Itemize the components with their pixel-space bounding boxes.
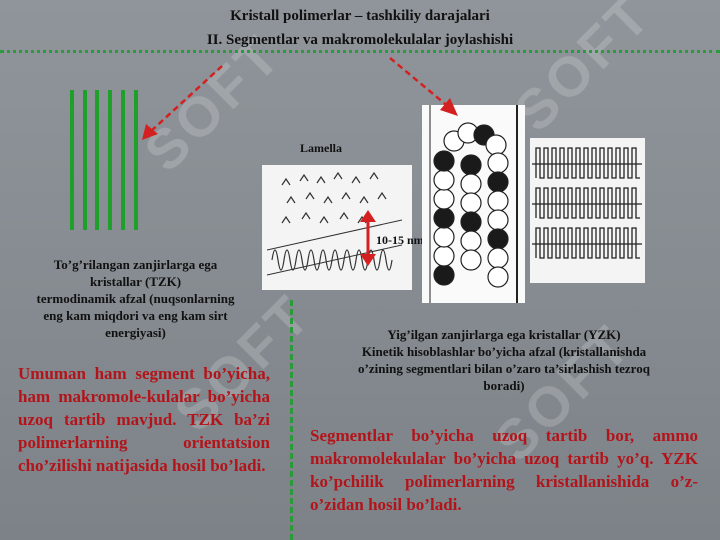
spacing-label: 10-15 nm — [376, 233, 424, 247]
lamella-illustration — [262, 165, 412, 290]
tzk-caption-line: energiyasi) — [105, 325, 166, 340]
column-divider — [290, 300, 293, 540]
tzk-caption-line: To’g’rilangan zanjirlarga ega — [53, 257, 218, 272]
tzk-caption-line: termodinamik afzal (nuqsonlarning — [36, 291, 235, 306]
yzk-caption-line: o’zining segmentlari bilan o’zaro ta’sir… — [358, 361, 650, 376]
ball-atom — [487, 266, 509, 288]
ball-atom — [460, 249, 482, 271]
folded-chain-row — [535, 187, 640, 219]
folded-chain-row — [535, 147, 640, 179]
lamella-label: Lamella — [300, 141, 342, 155]
title-divider — [0, 50, 720, 53]
tzk-caption: To’g’rilangan zanjirlarga ega kristallar… — [8, 256, 263, 341]
ball-atom — [433, 150, 455, 172]
folded-chain-ball-model — [422, 105, 525, 303]
folded-chain-line-drawing — [530, 138, 645, 283]
slide-subtitle: II. Segmentlar va makromolekulalar joyla… — [206, 32, 514, 48]
yzk-description: Segmentlar bo’yicha uzoq tartib bor, amm… — [310, 426, 698, 514]
tzk-caption-line: kristallar (TZK) — [89, 274, 182, 289]
straight-chains-illustration — [70, 90, 138, 230]
folded-chain-row — [535, 227, 640, 259]
yzk-caption: Yig’ilgan zanjirlarga ega kristallar (YZ… — [318, 326, 690, 394]
yzk-caption-line: Kinetik hisoblashlar bo’yicha afzal (kri… — [361, 344, 647, 359]
tzk-description: Umuman ham segment bo’yicha, ham makromo… — [18, 364, 270, 475]
tzk-caption-line: eng kam miqdori va eng kam sirt — [43, 308, 228, 323]
slide-title: Kristall polimerlar – tashkiliy darajala… — [230, 8, 490, 24]
yzk-caption-line: boradi) — [483, 378, 525, 393]
yzk-caption-line: Yig’ilgan zanjirlarga ega kristallar (YZ… — [387, 327, 621, 342]
